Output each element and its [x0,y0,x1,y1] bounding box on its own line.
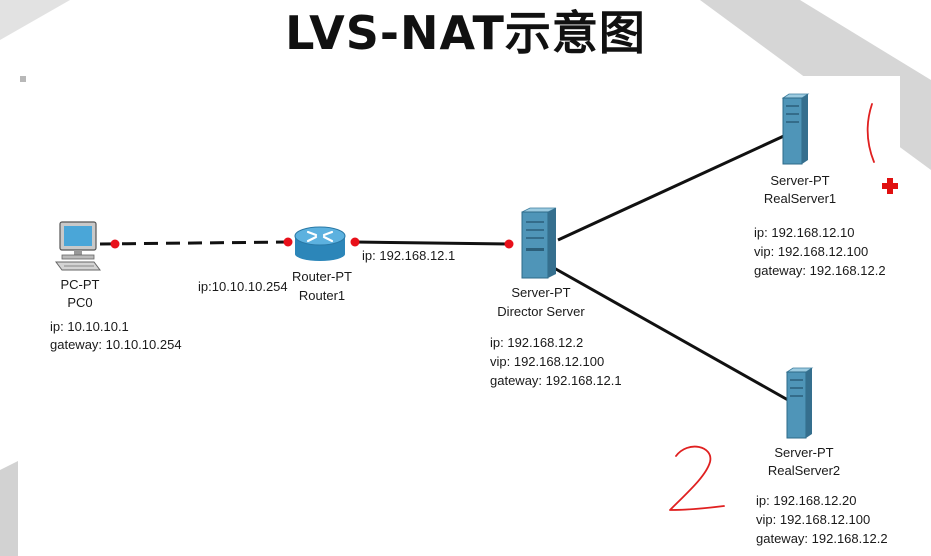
port-pc [110,239,120,249]
background-corner-shape-top [0,0,70,40]
realserver1-name-label: RealServer1 [763,191,837,206]
pc-type-label: PC-PT [60,277,100,292]
router-icon[interactable] [292,222,348,262]
realserver1-type-label: Server-PT [770,173,830,188]
pc-name-label: PC0 [67,295,93,310]
diagram-canvas [18,76,900,556]
slide-title: LVS-NAT示意图 [285,6,646,60]
realserver1-vip-label: vip: 192.168.12.100 [754,244,869,259]
port-router-left [283,237,293,247]
realserver2-icon[interactable] [784,366,816,440]
link-router-director [354,240,511,246]
router-type-label: Router-PT [292,269,352,284]
port-director [504,239,514,249]
pc-gateway-label: gateway: 10.10.10.254 [50,337,182,352]
director-vip-label: vip: 192.168.12.100 [490,354,605,369]
realserver2-vip-label: vip: 192.168.12.100 [756,512,871,527]
pc-icon[interactable] [54,220,104,272]
link-director-realserver2 [553,266,789,402]
router-left-ip-label: ip:10.10.10.254 [198,279,288,294]
annotation-mark-1 [866,103,875,163]
director-name-label: Director Server [497,304,585,319]
realserver1-ip-label: ip: 192.168.12.10 [754,225,855,240]
director-type-label: Server-PT [511,285,571,300]
router-right-ip-label: ip: 192.168.12.1 [362,248,456,263]
realserver1-icon[interactable] [780,92,812,166]
realserver2-type-label: Server-PT [774,445,834,460]
port-router-right [350,237,360,247]
realserver1-gateway-label: gateway: 192.168.12.2 [754,263,886,278]
realserver2-name-label: RealServer2 [767,463,841,478]
realserver2-ip-label: ip: 192.168.12.20 [756,493,857,508]
canvas-corner-marker [20,76,26,82]
annotation-mark-2 [669,445,725,511]
realserver2-gateway-label: gateway: 192.168.12.2 [756,531,888,546]
director-ip-label: ip: 192.168.12.2 [490,335,584,350]
link-director-realserver1 [557,133,787,242]
annotation-cross-mark [882,178,898,194]
router-name-label: Router1 [298,288,346,303]
director-gateway-label: gateway: 192.168.12.1 [490,373,622,388]
link-pc-router [99,240,289,246]
pc-ip-label: ip: 10.10.10.1 [50,319,129,334]
director-server-icon[interactable] [518,206,560,280]
